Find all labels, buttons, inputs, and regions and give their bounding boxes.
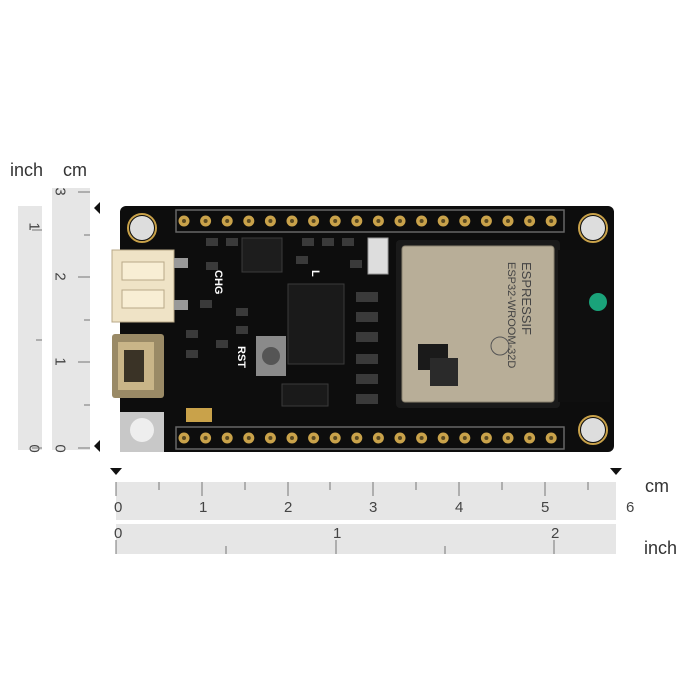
h-cm-tick-label: 5 [541, 499, 550, 516]
cm-unit-label-right: cm [645, 476, 669, 496]
antenna-marker [589, 293, 607, 311]
smd-part [186, 408, 212, 422]
horizontal-cm-ruler [116, 482, 616, 520]
pcb-antenna [558, 250, 610, 402]
mounting-hole [130, 216, 154, 240]
arrow-marker-top [94, 202, 100, 214]
cert-logo [490, 336, 510, 356]
top-header-outline [175, 209, 565, 233]
cm-unit-label-top: cm [63, 160, 87, 180]
battery-connector [111, 249, 175, 323]
label-l: L [309, 270, 321, 277]
mounting-hole [581, 418, 605, 442]
smd-components [186, 238, 378, 404]
module-brand: ESPRESSIF [519, 262, 534, 335]
h-cm-tick-label: 4 [455, 499, 464, 516]
vertical-cm-ruler [52, 188, 90, 450]
top-header-pins [178, 215, 557, 227]
arrow-marker-left [110, 468, 122, 475]
h-inch-tick-label: 1 [333, 525, 342, 542]
h-cm-tick-label: 1 [199, 499, 208, 516]
h-cm-tick-label: 3 [369, 499, 378, 516]
qr-codes [418, 344, 458, 386]
small-chip [281, 383, 329, 407]
crystal [367, 237, 389, 275]
mounting-hole [581, 216, 605, 240]
h-inch-ruler-ticks [115, 540, 555, 554]
horizontal-inch-ruler [116, 524, 616, 554]
bottom-header-outline [175, 426, 565, 450]
h-cm-tick-label: 0 [114, 499, 123, 516]
inch-unit-label-right: inch [644, 538, 678, 558]
h-cm-tick-label: 2 [284, 499, 293, 516]
module-model: ESP32-WROOM-32D [505, 262, 517, 368]
v-ruler-ticks [32, 191, 90, 449]
regulator-chip [241, 237, 283, 273]
h-cm-tick-label: 6 [626, 499, 635, 516]
reset-button-cap [262, 347, 280, 365]
arrow-marker-right [610, 468, 622, 475]
mounting-hole [130, 418, 154, 442]
label-rst: RST [235, 346, 247, 368]
h-inch-tick-label: 2 [551, 525, 560, 542]
arrow-marker-bottom [94, 440, 100, 452]
bottom-header-pins [178, 432, 557, 444]
h-inch-tick-label: 0 [114, 525, 123, 542]
label-chg: CHG [212, 270, 224, 294]
h-cm-ruler-ticks [115, 482, 589, 496]
inch-unit-label-top: inch [10, 160, 44, 180]
vertical-inch-ruler [18, 206, 42, 450]
usb-serial-chip [287, 283, 345, 365]
